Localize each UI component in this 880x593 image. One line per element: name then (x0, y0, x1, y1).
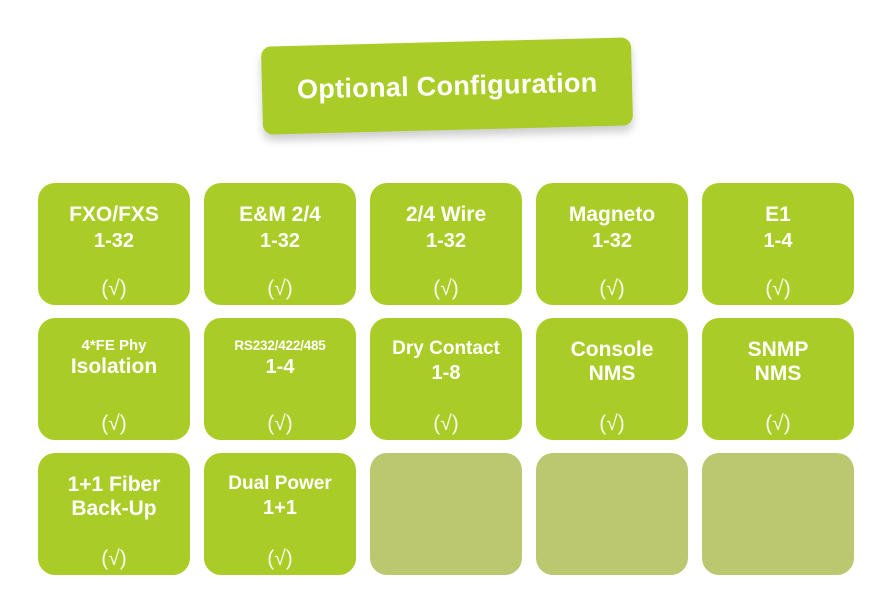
tile-label-primary: SNMP (747, 338, 809, 361)
tile-label-secondary: 1-8 (431, 362, 461, 385)
banner-title: Optional Configuration (296, 66, 598, 105)
tile-rs232-422-485[interactable]: RS232/422/485 1-4 (√) (204, 318, 356, 440)
tile-2-4-wire[interactable]: 2/4 Wire 1-32 (√) (370, 183, 522, 305)
checkmark-icon: (√) (101, 547, 127, 570)
tile-label-secondary: 1-4 (265, 356, 295, 379)
checkmark-icon: (√) (599, 277, 625, 300)
tile-e1[interactable]: E1 1-4 (√) (702, 183, 854, 305)
tile-label-secondary: Back-Up (71, 496, 157, 520)
optional-configuration-banner: Optional Configuration (260, 37, 634, 135)
tile-label-secondary: 1-32 (93, 229, 135, 252)
tile-empty-slot-2 (536, 453, 688, 575)
tile-dry-contact[interactable]: Dry Contact 1-8 (√) (370, 318, 522, 440)
tile-label-secondary: NMS (754, 361, 802, 385)
banner-container: Optional Configuration (260, 37, 634, 135)
tile-label-primary: Console (570, 338, 654, 361)
tile-label-secondary: 1-4 (763, 229, 793, 252)
configuration-tile-grid: FXO/FXS 1-32 (√) E&M 2/4 1-32 (√) 2/4 Wire 1-32… (38, 183, 854, 575)
tile-label-secondary: NMS (588, 361, 636, 385)
tile-label-primary: Dry Contact (392, 338, 500, 359)
tile-label-secondary: 1-32 (425, 229, 467, 252)
checkmark-icon: (√) (101, 277, 127, 300)
tile-label-primary: RS232/422/485 (234, 338, 326, 353)
tile-label-secondary: 1-32 (259, 229, 301, 252)
checkmark-icon: (√) (433, 412, 459, 435)
checkmark-icon: (√) (267, 412, 293, 435)
checkmark-icon: (√) (765, 277, 791, 300)
tile-label-secondary: Isolation (70, 354, 158, 378)
tile-dual-power[interactable]: Dual Power 1+1 (√) (204, 453, 356, 575)
tile-label-primary: Dual Power (228, 473, 332, 494)
tile-empty-slot-1 (370, 453, 522, 575)
tile-label-primary: 2/4 Wire (405, 203, 487, 226)
tile-label-secondary: 1+1 (263, 497, 297, 520)
tile-label-primary: E1 (765, 203, 791, 226)
tile-label-primary: Magneto (568, 203, 656, 226)
checkmark-icon: (√) (599, 412, 625, 435)
checkmark-icon: (√) (433, 277, 459, 300)
checkmark-icon: (√) (267, 277, 293, 300)
checkmark-icon: (√) (765, 412, 791, 435)
tile-em-2-4[interactable]: E&M 2/4 1-32 (√) (204, 183, 356, 305)
tile-label-primary: 1+1 Fiber (67, 473, 161, 496)
checkmark-icon: (√) (267, 547, 293, 570)
tile-label-secondary: 1-32 (591, 229, 633, 252)
tile-label-primary: 4*FE Phy (81, 337, 147, 354)
tile-label-primary: E&M 2/4 (239, 203, 321, 226)
tile-empty-slot-3 (702, 453, 854, 575)
tile-magneto[interactable]: Magneto 1-32 (√) (536, 183, 688, 305)
checkmark-icon: (√) (101, 412, 127, 435)
tile-label-primary: FXO/FXS (69, 203, 159, 226)
tile-fxo-fxs[interactable]: FXO/FXS 1-32 (√) (38, 183, 190, 305)
